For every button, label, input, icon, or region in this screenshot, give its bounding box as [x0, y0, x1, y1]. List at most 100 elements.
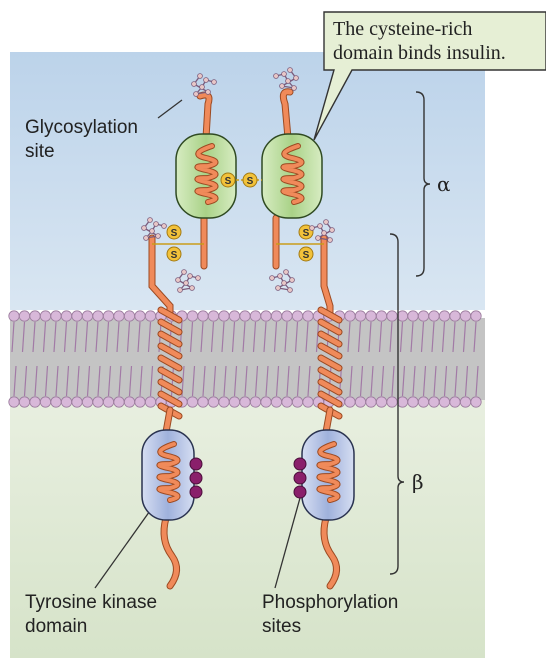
phosphorylation-site — [293, 485, 307, 499]
glycan-sugar — [269, 275, 275, 281]
lipid-head — [102, 310, 115, 322]
glycan-sugar — [203, 77, 209, 83]
glycan-sugar — [155, 233, 161, 239]
lipid-head — [428, 396, 440, 408]
lipid-head — [417, 396, 430, 408]
lipid-head — [144, 396, 157, 408]
lipid-head — [144, 310, 157, 322]
glycan-sugar — [189, 285, 195, 291]
lipid-head — [29, 396, 41, 408]
lipid-tail — [137, 321, 141, 353]
lipid-tail — [389, 321, 393, 353]
lipid-head — [102, 396, 115, 408]
beta-chain-left-tail — [161, 515, 179, 589]
lipid-tail — [294, 321, 299, 353]
lipid-head — [39, 396, 52, 408]
lipid-tail — [420, 321, 425, 353]
lipid-head — [39, 310, 52, 322]
glycan-sugar — [147, 217, 153, 223]
lipid-head — [50, 310, 62, 322]
kinase-coil-right — [317, 442, 340, 502]
lipid-head — [134, 396, 146, 408]
lipid-head — [260, 396, 272, 408]
glycan-sugar — [281, 71, 287, 77]
lipid-head — [417, 310, 430, 322]
glycan-sugar — [161, 223, 167, 229]
lipid-head — [81, 310, 94, 322]
glycan-sugar — [327, 237, 333, 243]
lipid-head — [291, 396, 304, 408]
lipid-head — [470, 310, 482, 322]
lipid-head — [365, 310, 377, 322]
kinase-coil-left — [157, 442, 180, 502]
sulfur-letter: S — [225, 176, 232, 187]
lipid-tail — [63, 321, 68, 353]
glycan-sugar — [191, 81, 197, 87]
glycan-sugar — [175, 277, 181, 283]
lipid-head — [291, 310, 304, 322]
glycan-sugar — [321, 230, 327, 236]
lipid-tail — [263, 321, 267, 353]
lipid-tail — [464, 365, 469, 397]
lipid-head — [239, 310, 251, 322]
lipid-head — [459, 310, 472, 322]
sulfur-letter: S — [303, 250, 310, 261]
lipid-tail — [210, 321, 215, 353]
lipid-head — [407, 396, 419, 408]
lipid-tail — [452, 321, 456, 353]
disulfide-sulfur — [166, 224, 182, 240]
lipid-tail — [13, 365, 17, 397]
lipid-head — [134, 310, 146, 322]
lipid-tail — [76, 365, 80, 397]
lipid-tail — [284, 321, 288, 353]
lipid-head — [249, 396, 262, 408]
beta-subunit-label: β — [412, 470, 424, 494]
alpha-subunit-label: α — [437, 172, 451, 196]
lipid-tail — [252, 321, 257, 353]
lipid-tail — [296, 365, 301, 397]
tyrosine-kinase-domain-label: Tyrosine kinase domain — [25, 592, 158, 637]
lipid-tail — [105, 321, 110, 353]
glycan-sugar — [315, 235, 321, 241]
lipid-head — [375, 396, 388, 408]
lipid-tail — [65, 365, 70, 397]
lipid-tail — [370, 365, 374, 397]
phosphorylation-site — [293, 457, 307, 471]
glycan-sugar — [279, 83, 285, 89]
glycan-sugar — [195, 275, 201, 281]
lipid-tail — [401, 365, 406, 397]
phosphorylation-site — [189, 485, 203, 499]
lipid-head — [186, 310, 199, 322]
lipid-head — [8, 396, 20, 408]
lipid-tail — [233, 365, 238, 397]
lipid-head — [50, 396, 62, 408]
lipid-head — [354, 310, 367, 322]
lipid-tail — [86, 365, 91, 397]
beta-chain-left-mid — [163, 407, 173, 435]
lipid-head — [354, 396, 367, 408]
lipid-head — [396, 310, 409, 322]
lipid-tail — [347, 321, 351, 353]
glycan-sugar — [287, 287, 293, 293]
lipid-head — [228, 310, 241, 322]
lipid-tail — [21, 321, 26, 353]
lipid-head — [92, 310, 104, 322]
lipid-head — [197, 396, 209, 408]
glycan-sugar — [323, 219, 329, 225]
lipid-head — [113, 396, 125, 408]
sulfur-letter: S — [171, 228, 178, 239]
lipid-head — [344, 310, 356, 322]
lipid-head — [428, 310, 440, 322]
glycan-sugar — [281, 280, 287, 286]
beta-subunit-left — [148, 91, 213, 590]
beta-subunit-right — [272, 88, 343, 590]
lipid-tail — [349, 365, 353, 397]
phosphorylation-site — [189, 457, 203, 471]
lipid-tail — [242, 321, 246, 353]
lipid-tail — [191, 365, 196, 397]
lipid-head — [218, 310, 230, 322]
glycan-sugar — [141, 225, 147, 231]
lipid-head — [60, 396, 73, 408]
lipid-head — [60, 310, 73, 322]
